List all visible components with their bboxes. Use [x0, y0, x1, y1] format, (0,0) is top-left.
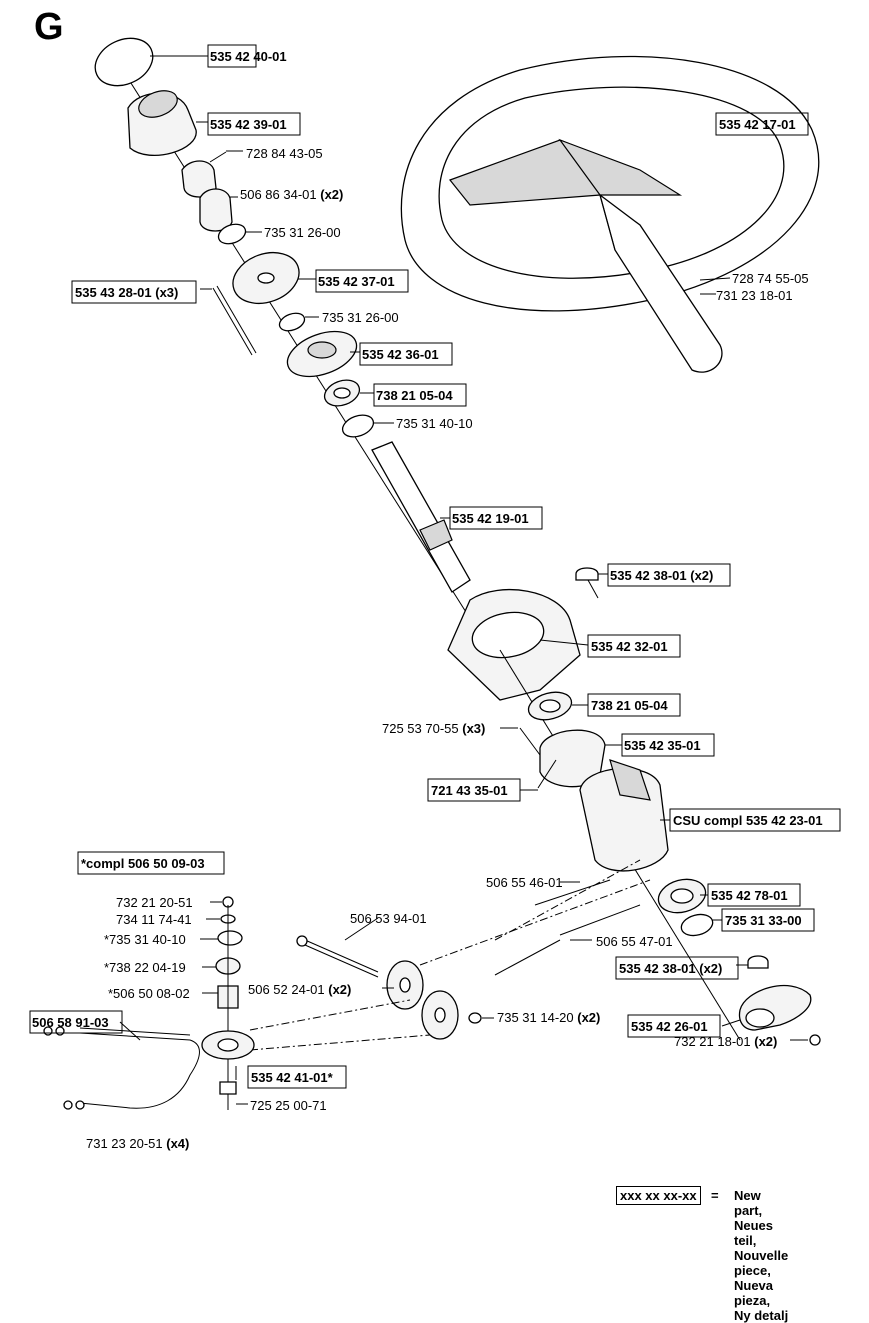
- part-qty: (x2): [320, 187, 343, 202]
- part-labels: 535 42 40-01 535 42 39-01 728 84 43-05 5…: [29, 44, 841, 1151]
- legend-equals: =: [711, 1188, 719, 1203]
- part-label: 732 21 18-01 (x2): [674, 1034, 777, 1049]
- part-label: 535 42 36-01: [362, 347, 439, 362]
- part-label: 535 42 38-01 (x2): [619, 961, 722, 976]
- leader-lines: [119, 55, 808, 1105]
- legend-meaning: Neues teil,: [734, 1218, 774, 1248]
- label-box-p20: [621, 733, 715, 757]
- part-qty: (x4): [166, 1136, 189, 1151]
- part-label: 731 23 18-01: [716, 288, 793, 303]
- label-box-p7: [315, 269, 409, 293]
- part-label: 535 42 38-01 (x2): [610, 568, 713, 583]
- part-number: 506 86 34-01: [240, 187, 317, 202]
- part-number: 731 23 20-51: [86, 1136, 163, 1151]
- label-box-p35: [615, 956, 739, 980]
- part-label: 506 52 24-01 (x2): [248, 982, 351, 997]
- part-label: 535 42 32-01: [591, 639, 668, 654]
- part-label: 506 53 94-01: [350, 911, 427, 926]
- part-label: 735 31 40-10: [396, 416, 473, 431]
- part-label: 535 42 37-01: [318, 274, 395, 289]
- legend-code-box: xxx xx xx-xx: [616, 1186, 701, 1205]
- part-number: 732 21 18-01: [674, 1034, 751, 1049]
- label-box-p15: [449, 506, 543, 530]
- part-number: 735 31 14-20: [497, 1010, 574, 1025]
- legend-meaning: Nueva pieza,: [734, 1278, 774, 1308]
- label-box-p23: [77, 851, 225, 875]
- part-label: 506 86 34-01 (x2): [240, 187, 343, 202]
- legend-meaning: Ny detalj: [734, 1308, 789, 1323]
- part-label: 728 74 55-05: [732, 271, 809, 286]
- part-label: 535 43 28-01 (x3): [75, 285, 178, 300]
- part-label: 738 21 05-04: [591, 698, 668, 713]
- part-label: 732 21 20-51: [116, 895, 193, 910]
- label-box-p40: [247, 1065, 347, 1089]
- part-label: CSU compl 535 42 23-01: [673, 813, 823, 828]
- part-label: 535 42 39-01: [210, 117, 287, 132]
- label-box-p12: [715, 112, 809, 136]
- label-box-p9: [359, 342, 453, 366]
- label-box-p17: [587, 634, 681, 658]
- label-box-p6: [71, 280, 197, 304]
- label-box-p10: [373, 383, 467, 407]
- legend-meaning: New part,: [734, 1188, 763, 1218]
- part-number: 725 53 70-55: [382, 721, 459, 736]
- part-label: 535 42 26-01: [631, 1019, 708, 1034]
- part-label: 506 55 46-01: [486, 875, 563, 890]
- steering-exploded-diagram: 535 42 40-01 535 42 39-01 728 84 43-05 5…: [29, 37, 841, 1151]
- part-qty: (x3): [462, 721, 485, 736]
- part-label: 735 31 26-00: [322, 310, 399, 325]
- part-label: 728 84 43-05: [246, 146, 323, 161]
- legend-meaning: Nouvelle piece,: [734, 1248, 789, 1278]
- part-label: 735 31 14-20 (x2): [497, 1010, 600, 1025]
- part-label: 506 58 91-03: [32, 1015, 109, 1030]
- steering-wheel: [400, 55, 820, 373]
- part-label: 738 21 05-04: [376, 388, 453, 403]
- part-label: 725 53 70-55 (x3): [382, 721, 485, 736]
- part-qty: (x2): [577, 1010, 600, 1025]
- part-label: 721 43 35-01: [431, 783, 508, 798]
- legend-meanings: New part, Neues teil, Nouvelle piece, Nu…: [734, 1188, 788, 1323]
- part-label: 535 42 35-01: [624, 738, 701, 753]
- part-label: 535 42 78-01: [711, 888, 788, 903]
- part-label: 535 42 41-01*: [251, 1070, 334, 1085]
- label-box-p2: [207, 112, 301, 136]
- part-label: *506 50 08-02: [108, 986, 190, 1001]
- part-label: 731 23 20-51 (x4): [86, 1136, 189, 1151]
- label-box-p33: [707, 883, 801, 907]
- label-box-p21: [427, 778, 521, 802]
- part-label: *738 22 04-19: [104, 960, 186, 975]
- section-letter: G: [34, 6, 64, 48]
- upper-column-parts: [94, 37, 599, 701]
- part-label: *735 31 40-10: [104, 932, 186, 947]
- pulley-assembly: [43, 859, 651, 1110]
- part-label: 535 42 19-01: [452, 511, 529, 526]
- label-box-p16: [607, 563, 731, 587]
- part-label: *compl 506 50 09-03: [81, 856, 205, 871]
- part-label: 735 31 26-00: [264, 225, 341, 240]
- part-label: 535 42 40-01: [210, 49, 287, 64]
- label-box-p38: [627, 1014, 721, 1038]
- lower-column-parts: [499, 649, 821, 1046]
- part-label: 535 42 17-01: [719, 117, 796, 132]
- part-qty: (x2): [328, 982, 351, 997]
- label-box-p29: [29, 1010, 123, 1034]
- part-label: 734 11 74-41: [116, 912, 192, 927]
- label-box-p1: [207, 44, 257, 68]
- part-qty: (x2): [754, 1034, 777, 1049]
- label-box-p34: [721, 908, 815, 932]
- part-label: 725 25 00-71: [250, 1098, 327, 1113]
- label-box-p22: [669, 808, 841, 832]
- part-number: 506 52 24-01: [248, 982, 325, 997]
- part-label: 735 31 33-00: [725, 913, 802, 928]
- part-label: 506 55 47-01: [596, 934, 673, 949]
- label-box-p18: [587, 693, 681, 717]
